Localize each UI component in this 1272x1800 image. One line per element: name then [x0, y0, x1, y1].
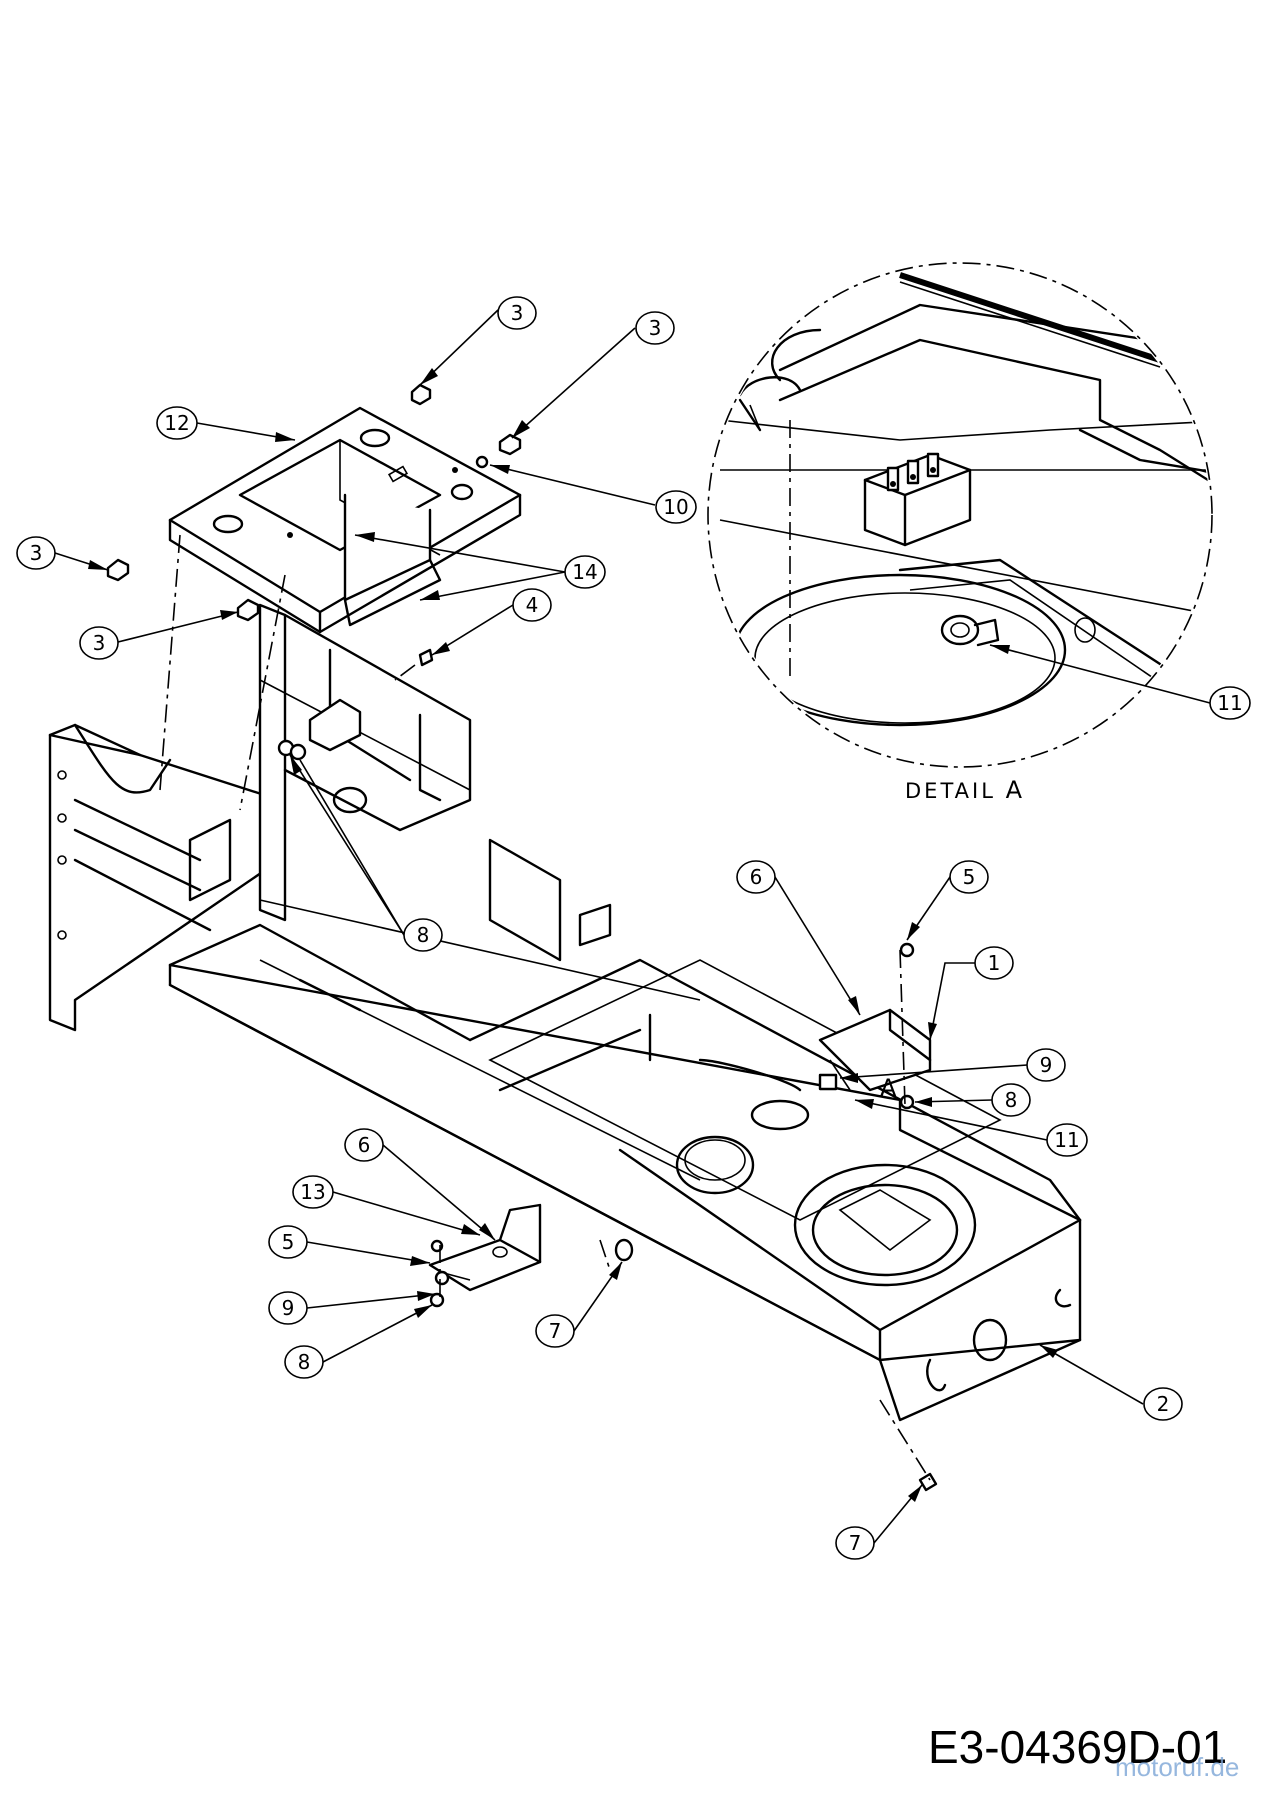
callout-label: 3 — [93, 631, 106, 655]
detail-a-label: DETAIL A — [905, 776, 1025, 804]
seat-support-plate — [168, 406, 522, 634]
callout-label: 9 — [282, 1296, 295, 1320]
callout-9-left: 9 — [268, 1291, 436, 1325]
callout-3-mid-left: 3 — [79, 610, 239, 660]
callout-14: 14 — [354, 532, 606, 601]
callout-label: 1 — [988, 951, 1001, 975]
alignment-lines — [159, 534, 931, 1481]
callout-label: 8 — [298, 1350, 311, 1374]
callout-label: 10 — [663, 495, 688, 519]
callout-11-main: 11 — [854, 1099, 1088, 1157]
main-frame — [168, 838, 1082, 1422]
callout-7-bottom: 7 — [835, 1484, 923, 1560]
callout-4: 4 — [431, 588, 552, 656]
callout-label: 9 — [1040, 1053, 1053, 1077]
detail-a-view: DETAIL A — [707, 262, 1213, 804]
callout-label: 14 — [572, 560, 597, 584]
rear-panel — [48, 603, 472, 1032]
callout-9-right: 9 — [839, 1048, 1066, 1083]
callout-label: 8 — [417, 923, 430, 947]
callout-label: 7 — [549, 1319, 562, 1343]
callout-label: 3 — [30, 541, 43, 565]
callout-8-left: 8 — [289, 754, 443, 952]
callout-label: 8 — [1005, 1088, 1018, 1112]
callout-6-right: 6 — [736, 860, 861, 1016]
callout-label: 11 — [1054, 1128, 1079, 1152]
shift-bracket — [818, 1008, 932, 1092]
callout-label: 2 — [1157, 1392, 1170, 1416]
callout-label: 7 — [849, 1531, 862, 1555]
callout-6-left: 6 — [344, 1128, 496, 1241]
callout-10: 10 — [489, 464, 697, 524]
fasteners — [106, 383, 938, 1492]
callout-label: 4 — [526, 593, 539, 617]
callout-7-mid: 7 — [535, 1261, 623, 1348]
callout-11-detail: 11 — [989, 644, 1251, 720]
callout-3-top-right: 3 — [511, 311, 675, 439]
callout-label: 11 — [1217, 691, 1242, 715]
drawing-number: E3-04369D-01 — [928, 1721, 1228, 1773]
callout-8-right: 8 — [914, 1083, 1031, 1117]
callout-label: 6 — [750, 865, 763, 889]
callout-12: 12 — [156, 406, 296, 442]
callout-label: 5 — [282, 1230, 295, 1254]
callout-label: 6 — [358, 1133, 371, 1157]
callout-label: 3 — [511, 301, 524, 325]
view-a-marker: A — [880, 1074, 897, 1102]
detail-switch — [863, 452, 972, 547]
callout-8-left-bottom: 8 — [284, 1304, 433, 1379]
callout-3-top: 3 — [419, 296, 537, 386]
callout-1: 1 — [928, 946, 1014, 1041]
callout-2: 2 — [1039, 1344, 1183, 1421]
callout-3-left: 3 — [16, 536, 109, 571]
callout-5-right: 5 — [906, 860, 989, 941]
callout-label: 3 — [649, 316, 662, 340]
callout-label: 13 — [300, 1180, 325, 1204]
callout-13: 13 — [292, 1175, 481, 1236]
watermark-logo: motoruf.de — [1115, 1752, 1240, 1782]
callout-label: 12 — [164, 411, 189, 435]
callout-label: 5 — [963, 865, 976, 889]
callout-5-left: 5 — [268, 1225, 431, 1266]
